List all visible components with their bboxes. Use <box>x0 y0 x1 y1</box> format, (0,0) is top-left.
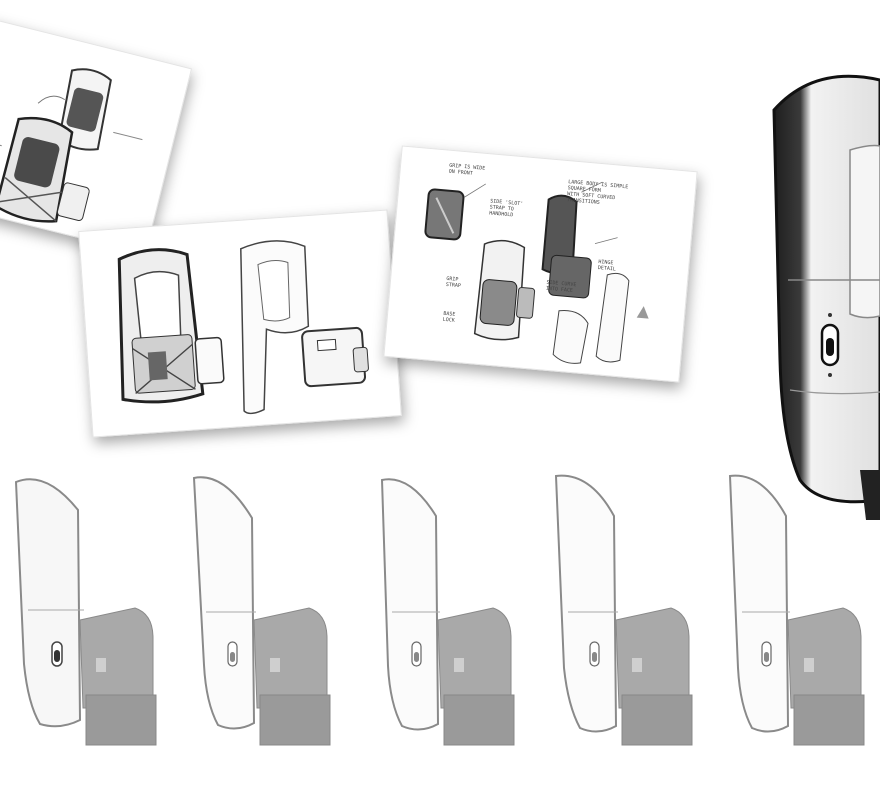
device-render-drawing <box>772 74 880 520</box>
annotation-text: SIDE CURVE INTO FACE <box>545 279 577 294</box>
annotation-text: HINGE DETAIL <box>597 259 617 273</box>
annotation-text: SIDE 'SLOT' STRAP TO HANDHOLD <box>488 198 524 219</box>
device-variant-3 <box>372 470 522 750</box>
sketch-drawing <box>117 240 369 415</box>
sketch-drawing <box>424 181 649 364</box>
device-variant-1 <box>8 470 158 750</box>
device-variant-4 <box>548 470 698 750</box>
variant-silhouette <box>380 478 515 746</box>
sketch-sheet-right: GRIP IS WIDE ON FRONT SIDE 'SLOT' STRAP … <box>383 145 698 383</box>
variant-silhouette <box>14 478 157 746</box>
device-variant-2 <box>186 470 336 750</box>
sketch-drawing <box>0 68 143 223</box>
variant-silhouette <box>554 474 693 746</box>
variant-silhouette <box>728 474 865 746</box>
sketch-sheet-top-left <box>0 17 193 255</box>
annotation-text: GRIP STRAP <box>445 275 462 290</box>
variant-silhouette <box>192 476 331 746</box>
device-render <box>760 70 880 530</box>
sketch-sheet-center <box>78 209 402 438</box>
device-variant-5 <box>722 470 872 750</box>
annotation-text: BASE LOCK <box>442 310 456 324</box>
annotation-text: LARGE BODY IS SIMPLE SQUARE FORM WITH SO… <box>566 179 629 206</box>
